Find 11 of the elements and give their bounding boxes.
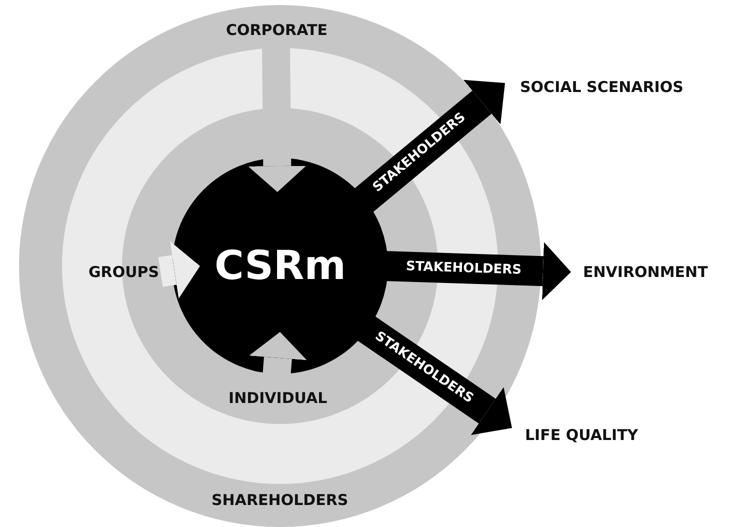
outcome-label: ENVIRONMENT [583, 263, 708, 281]
outcome-label: SOCIAL SCENARIOS [520, 78, 684, 96]
outcome-label: LIFE QUALITY [525, 426, 638, 444]
ring-label: SHAREHOLDERS [212, 491, 348, 509]
arrow [158, 241, 200, 299]
ring-label: CORPORATE [226, 21, 328, 39]
ring-label: INDIVIDUAL [228, 389, 328, 407]
ring-label: GROUPS [88, 263, 160, 281]
edge-label: STAKEHOLDERS [406, 258, 522, 278]
arrow [384, 242, 571, 300]
center-title: CSRm [214, 243, 346, 289]
